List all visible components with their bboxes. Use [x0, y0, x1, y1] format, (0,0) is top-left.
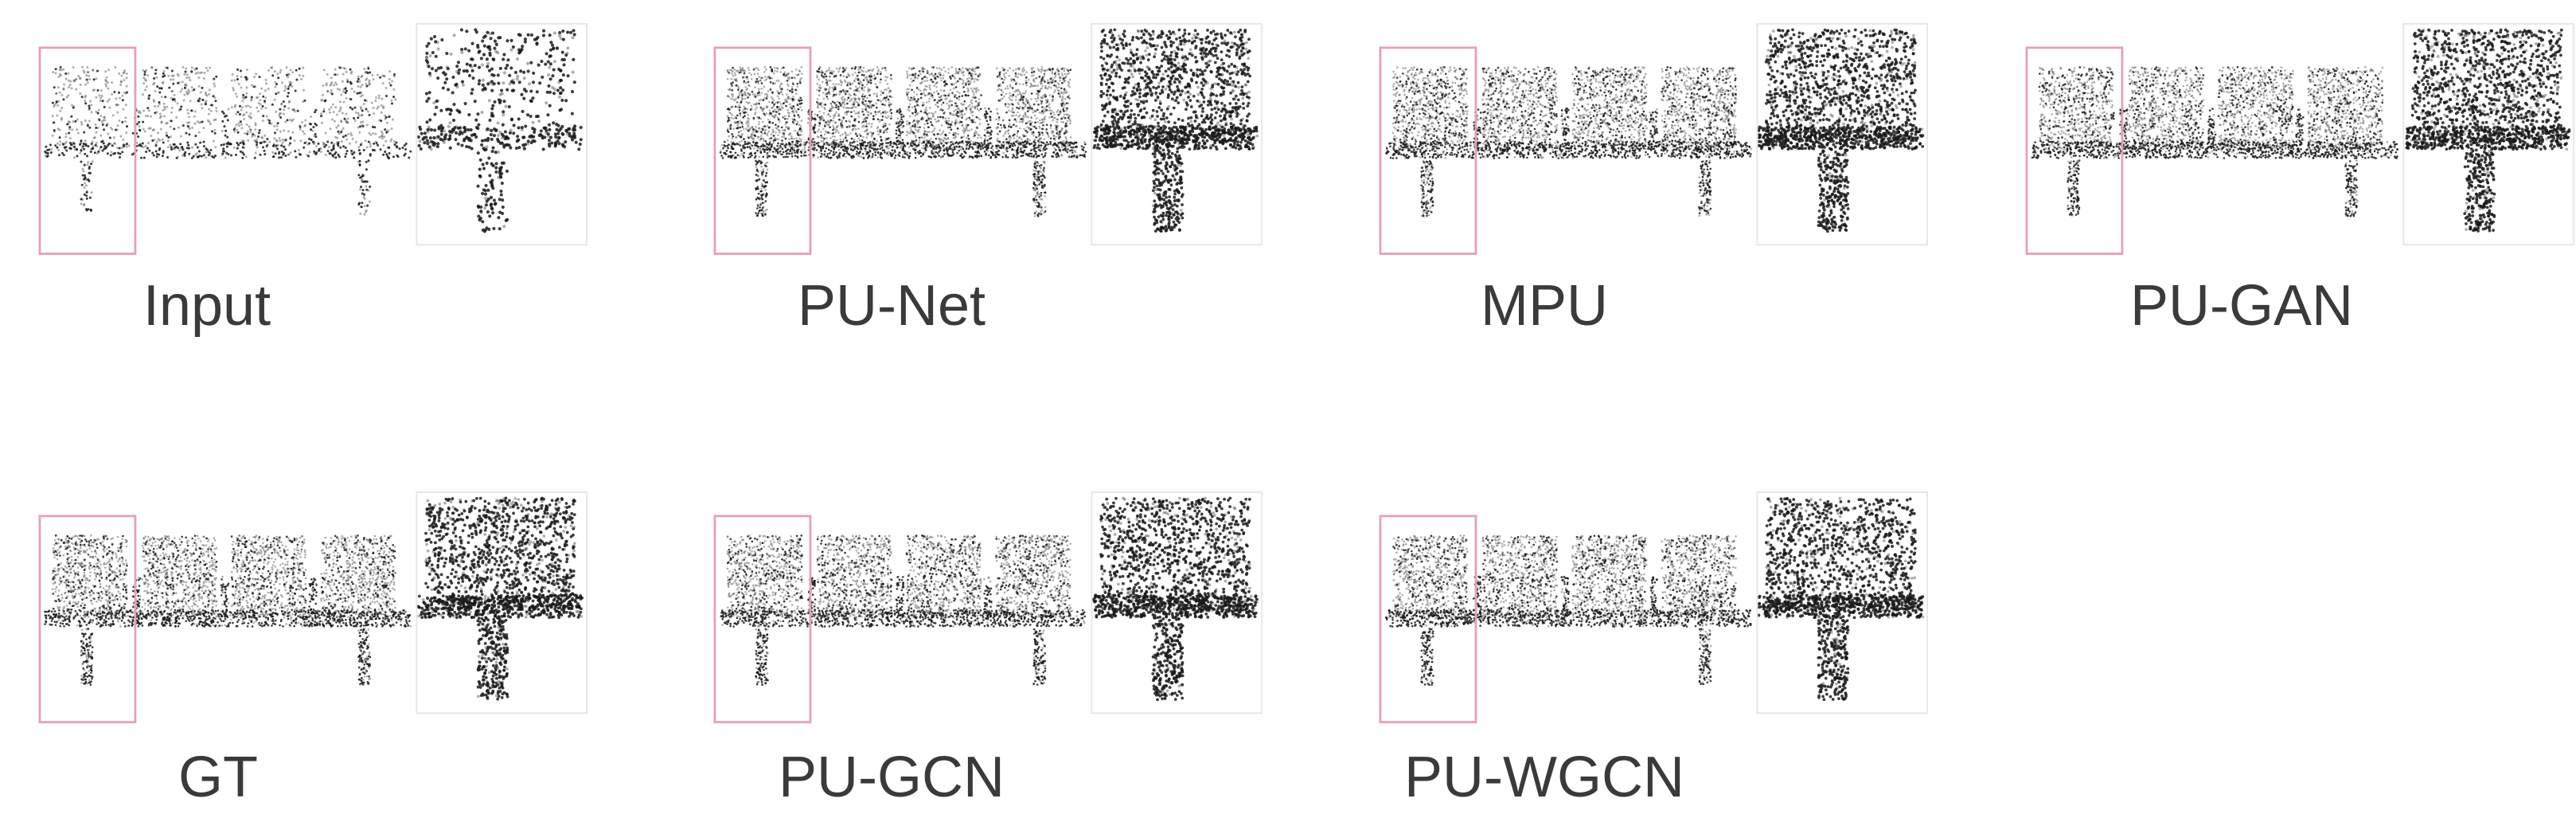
- panel-mpu: [1360, 22, 1949, 261]
- caption-input: Input: [143, 277, 271, 335]
- panel-pu-gan: [2006, 22, 2576, 261]
- point-cloud-bench-pu-net: [713, 22, 1263, 256]
- panel-pu-wgcn: [1360, 491, 1949, 730]
- highlight-box: [1379, 515, 1477, 724]
- highlight-box: [713, 515, 812, 724]
- highlight-box: [38, 515, 137, 724]
- caption-mpu: MPU: [1481, 277, 1608, 335]
- highlight-box: [713, 46, 812, 256]
- panel-gt: [19, 491, 608, 730]
- highlight-box: [1379, 46, 1477, 256]
- panel-input: [19, 22, 608, 261]
- zoom-frame: [1756, 491, 1929, 714]
- caption-pu-gcn: PU-GCN: [779, 749, 1005, 806]
- caption-gt: GT: [178, 749, 258, 806]
- point-cloud-bench-mpu: [1379, 22, 1929, 256]
- point-cloud-bench-pu-gcn: [713, 491, 1263, 724]
- zoom-frame: [1756, 22, 1929, 246]
- caption-pu-net: PU-Net: [798, 277, 986, 335]
- point-cloud-bench-gt: [38, 491, 588, 724]
- highlight-box: [2025, 46, 2124, 256]
- caption-pu-wgcn: PU-WGCN: [1404, 749, 1684, 806]
- zoom-frame: [1091, 22, 1263, 246]
- zoom-frame: [416, 22, 588, 246]
- panel-pu-gcn: [694, 491, 1283, 730]
- point-cloud-bench-pu-wgcn: [1379, 491, 1929, 724]
- caption-pu-gan: PU-GAN: [2130, 277, 2353, 335]
- highlight-box: [38, 46, 137, 256]
- zoom-frame: [2402, 22, 2575, 246]
- point-cloud-bench-input: [38, 22, 588, 256]
- zoom-frame: [1091, 491, 1263, 714]
- panel-pu-net: [694, 22, 1283, 261]
- zoom-frame: [416, 491, 588, 714]
- point-cloud-bench-pu-gan: [2025, 22, 2575, 256]
